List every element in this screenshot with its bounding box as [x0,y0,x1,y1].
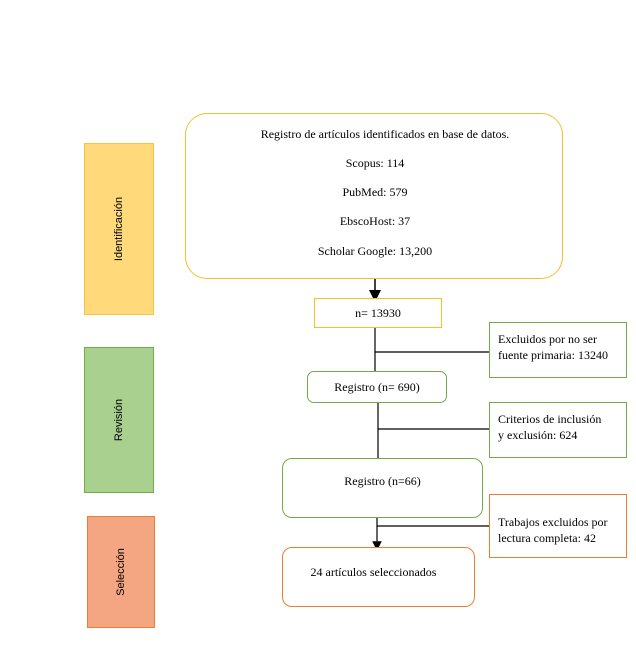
excluded-reading-line1: Trabajos excluidos por [498,515,608,529]
phase-identificacion-label: Identificación [113,196,125,262]
excluded-criteria-line2: y exclusión: 624 [498,428,578,442]
phase-revision: Revisión [84,347,154,493]
excluded-criteria-line1: Criterios de inclusión [498,412,602,426]
phase-identificacion: Identificación [84,143,154,315]
phase-revision-label: Revisión [113,398,125,442]
registro-box: Registro de artículos identificados en b… [185,113,563,279]
source-pubmed: PubMed: 579 [342,185,408,199]
registro-title: Registro de artículos identificados en b… [260,127,510,141]
excluded-reading-line2: lectura completa: 42 [498,531,596,545]
phase-seleccion-label: Selección [114,548,127,596]
source-scholar-google: Scholar Google: 13,200 [317,244,433,258]
total-box: n= 13930 [314,298,442,328]
excluded-primary-box: Excluidos por no ser fuente primaria: 13… [489,322,627,378]
phase-seleccion: Selección [87,516,155,628]
source-ebscohost: EbscoHost: 37 [339,214,411,228]
seleccionados-box: 24 artículos seleccionados [282,547,475,607]
excluded-primary-line2: fuente primaria: 13240 [498,348,608,362]
registro-66-box: Registro (n=66) [282,458,483,518]
excluded-criteria-box: Criterios de inclusión y exclusión: 624 [489,402,627,458]
excluded-reading-box: Trabajos excluidos por lectura completa:… [489,494,627,558]
registro-690-box: Registro (n= 690) [307,371,447,403]
excluded-primary-line1: Excluidos por no ser [498,332,597,346]
source-scopus: Scopus: 114 [345,156,405,170]
